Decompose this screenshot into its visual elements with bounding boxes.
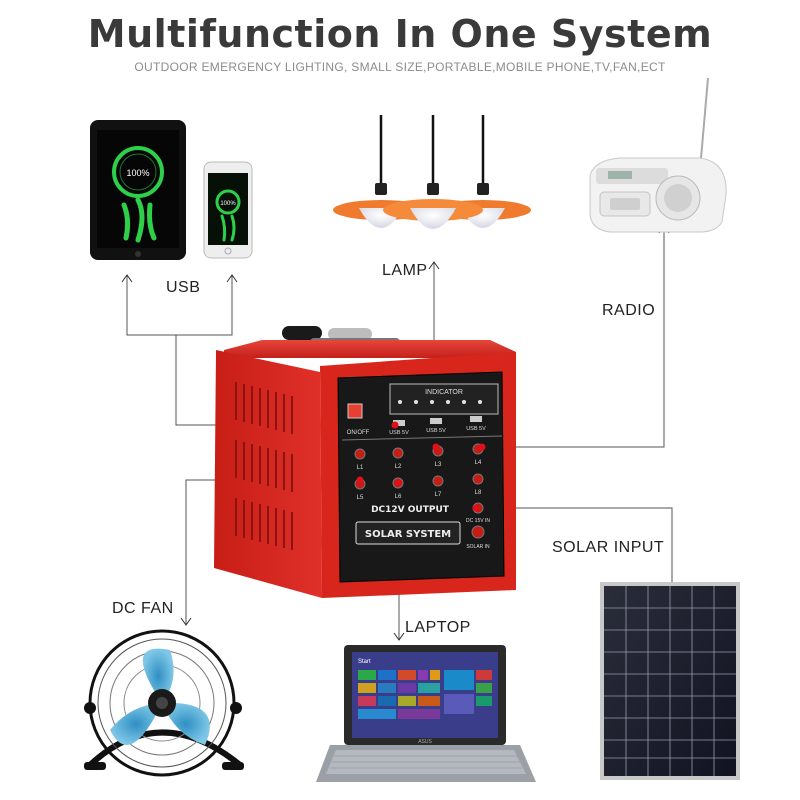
- output-label: L1: [357, 465, 364, 471]
- usb-port-label: USB 5V: [389, 430, 409, 436]
- tablet-icon: 100%: [90, 120, 186, 260]
- laptop-icon: Start ASUS: [316, 645, 536, 782]
- solar-panel-icon: [600, 582, 740, 780]
- output-label: L3: [435, 462, 442, 468]
- phone-charge-text: 100%: [220, 201, 236, 207]
- radio-line: [482, 226, 665, 448]
- dc-output-label: DC12V OUTPUT: [371, 505, 450, 515]
- laptop-brand-text: ASUS: [418, 739, 432, 745]
- tablet-charge-text: 100%: [126, 168, 149, 178]
- solar-power-box: INDICATOR ON/OFF USB 5V USB 5V USB 5V: [214, 326, 516, 598]
- on-off-switch-icon: [347, 403, 363, 419]
- indicator-label: INDICATOR: [425, 389, 463, 396]
- output-label: L8: [475, 490, 482, 496]
- laptop-tiles: [358, 670, 492, 719]
- solar-grid: [604, 586, 736, 776]
- lamp-label: LAMP: [382, 262, 428, 279]
- solar-system-label: SOLAR SYSTEM: [365, 529, 451, 540]
- usb-port-label: USB 5V: [466, 426, 486, 432]
- page-title: Multifunction In One System: [87, 12, 713, 56]
- on-off-label: ON/OFF: [347, 430, 370, 436]
- solar-in-socket-icon: [471, 525, 485, 539]
- dc-in-label: DC 15V IN: [466, 518, 490, 524]
- solar-line: [476, 507, 673, 610]
- output-label: L7: [435, 492, 442, 498]
- arrow-up-icon: [121, 274, 133, 283]
- arrow-down-icon: [180, 617, 192, 626]
- usb-line: [126, 275, 233, 336]
- output-label: L5: [357, 495, 364, 501]
- radio-icon: [589, 77, 727, 233]
- laptop-label: LAPTOP: [405, 619, 471, 636]
- fan-icon: [84, 629, 244, 777]
- solar-input-label: SOLAR INPUT: [552, 539, 665, 556]
- radio-label: RADIO: [602, 302, 656, 319]
- usb-port-label: USB 5V: [426, 428, 446, 434]
- phone-icon: 100%: [203, 161, 253, 259]
- usb-ports: [393, 416, 482, 426]
- output-label: L6: [395, 494, 402, 500]
- arrow-down-icon: [393, 632, 405, 641]
- page-subtitle: OUTDOOR EMERGENCY LIGHTING, SMALL SIZE,P…: [134, 60, 666, 74]
- output-label: L2: [395, 464, 402, 470]
- laptop-start-text: Start: [358, 659, 371, 665]
- usb-label: USB: [166, 279, 201, 296]
- lamp-2: [383, 183, 483, 229]
- lamp-icon: [333, 115, 531, 229]
- indicator-leds: [398, 400, 482, 404]
- output-label: L4: [475, 460, 482, 466]
- arrow-up-icon: [226, 274, 238, 283]
- arrow-up-icon: [428, 261, 440, 270]
- solar-in-label: SOLAR IN: [466, 544, 490, 550]
- dc-fan-label: DC FAN: [112, 600, 174, 617]
